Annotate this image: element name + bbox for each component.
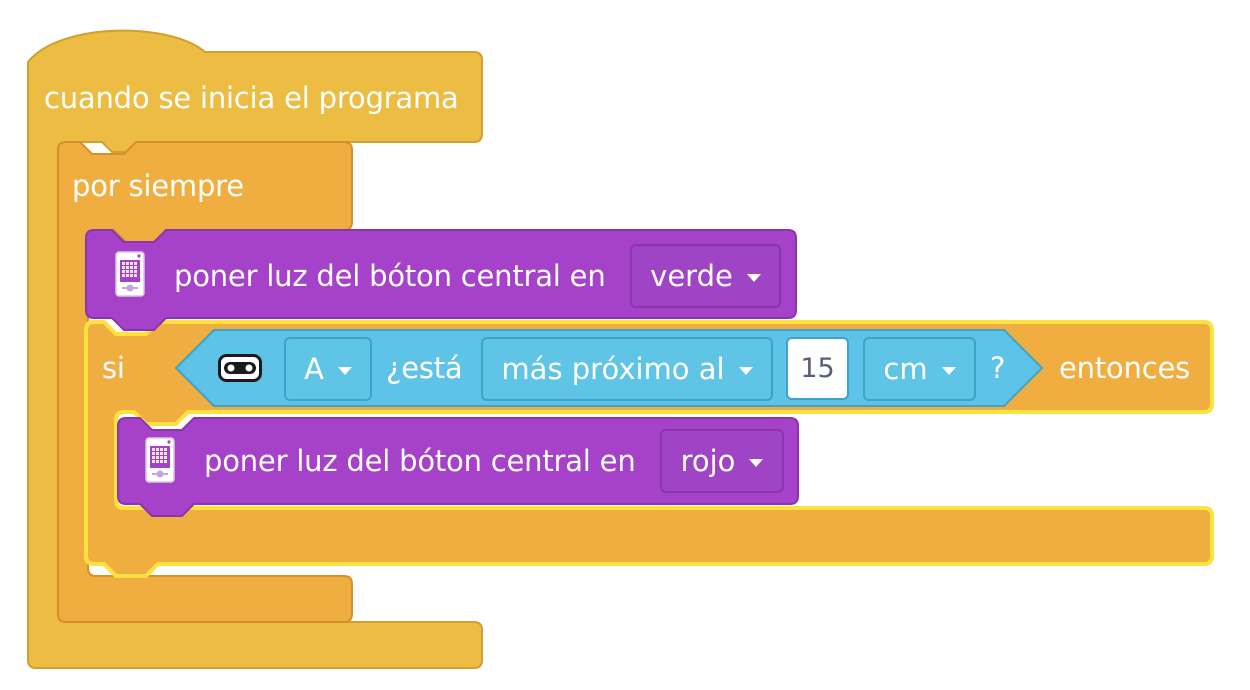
hub-light-matrix-icon bbox=[145, 437, 175, 483]
set-light-block-rojo[interactable] bbox=[117, 417, 799, 517]
unit-dropdown[interactable]: cm bbox=[863, 337, 976, 401]
when-program-starts-label: cuando se inicia el programa bbox=[44, 81, 459, 115]
comparison-dropdown[interactable]: más próximo al bbox=[481, 337, 773, 401]
if-label: si bbox=[102, 351, 125, 385]
distance-input[interactable]: 15 bbox=[786, 337, 849, 400]
color-dropdown-verde[interactable]: verde bbox=[630, 244, 781, 308]
color-dropdown-rojo[interactable]: rojo bbox=[660, 429, 784, 493]
distance-sensor-icon bbox=[218, 354, 262, 382]
port-dropdown-value: A bbox=[304, 352, 324, 386]
color-dropdown-value: rojo bbox=[680, 444, 736, 478]
set-light-label-1: poner luz del bóton central en bbox=[174, 259, 606, 293]
forever-label: por siempre bbox=[72, 169, 244, 203]
port-dropdown[interactable]: A bbox=[284, 337, 372, 401]
chevron-down-icon bbox=[738, 366, 753, 375]
chevron-down-icon bbox=[941, 366, 956, 375]
color-dropdown-value: verde bbox=[650, 259, 733, 293]
is-label: ¿está bbox=[386, 351, 463, 385]
chevron-down-icon bbox=[749, 458, 764, 467]
chevron-down-icon bbox=[337, 366, 352, 375]
hub-light-matrix-icon bbox=[115, 251, 145, 297]
question-mark-label: ? bbox=[990, 351, 1006, 385]
then-label: entonces bbox=[1059, 351, 1191, 385]
set-light-block-verde[interactable] bbox=[85, 229, 797, 331]
comparison-dropdown-value: más próximo al bbox=[501, 352, 725, 386]
set-light-label-2: poner luz del bóton central en bbox=[204, 444, 636, 478]
chevron-down-icon bbox=[746, 273, 761, 282]
unit-dropdown-value: cm bbox=[883, 352, 928, 386]
